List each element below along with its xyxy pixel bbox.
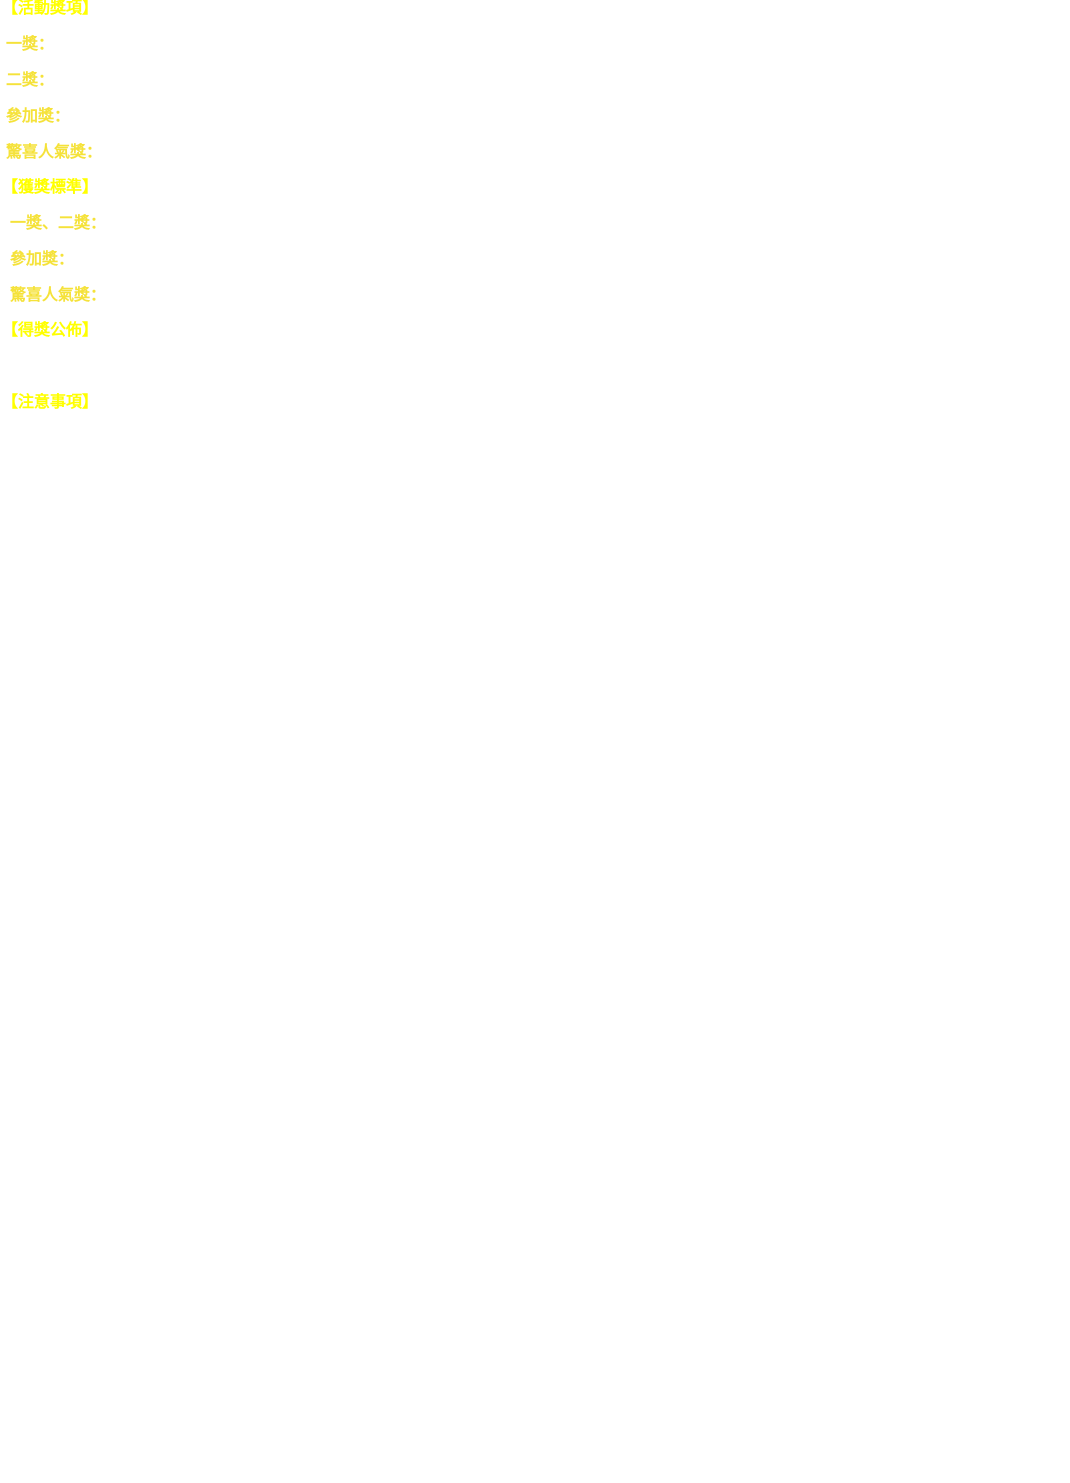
awards-heading: 【活動獎項】	[2, 0, 99, 17]
criteria-first-second: 一獎、二獎：	[10, 213, 107, 232]
award-participation-prize: 參加獎：	[6, 106, 71, 125]
award-second-prize: 二獎：	[6, 70, 55, 89]
award-popularity-prize: 驚喜人氣獎：	[6, 142, 103, 161]
announcement-heading: 【得獎公佈】	[2, 320, 99, 339]
criteria-participation: 參加獎：	[10, 249, 75, 268]
notes-heading: 【注意事項】	[2, 392, 99, 411]
criteria-popularity: 驚喜人氣獎：	[10, 285, 107, 304]
criteria-heading: 【獲獎標準】	[2, 177, 99, 196]
award-first-prize: 一獎：	[6, 34, 55, 53]
